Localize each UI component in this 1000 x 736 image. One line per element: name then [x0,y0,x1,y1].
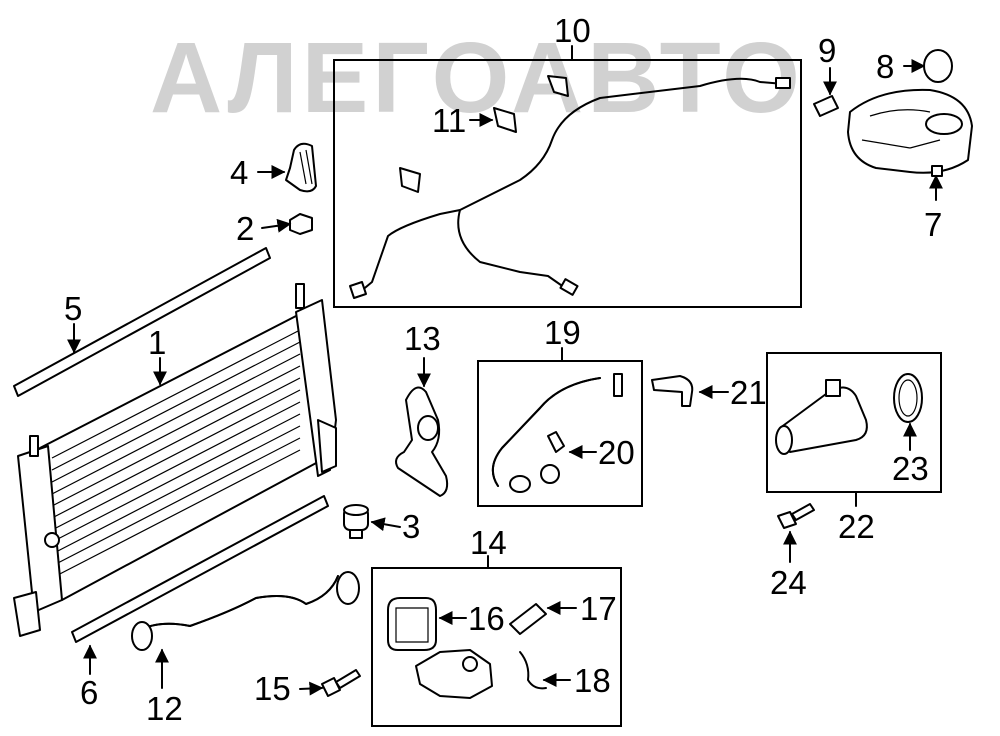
callout-19: 19 [544,314,581,351]
part-17-sensor [509,603,547,635]
callout-3: 3 [402,508,420,545]
part-4-bracket [285,142,317,193]
part-1-radiator [13,283,337,637]
callout-15: 15 [254,670,291,707]
part-5-seal-upper [13,247,271,397]
callout-11: 11 [432,102,466,139]
callout-leaders [67,45,943,696]
callout-numbers: 1 2 3 4 5 6 7 8 9 10 11 12 13 14 15 16 1… [64,12,942,727]
box-14 [371,567,622,727]
part-18-clip [519,651,547,690]
part-24-bolt [777,503,815,529]
callout-10: 10 [554,12,591,49]
part-21-connector [651,375,694,407]
part-6-seal-lower [71,495,329,643]
callout-24: 24 [770,564,807,601]
part-23-gasket [893,373,923,423]
callout-12: 12 [146,690,183,727]
callout-18: 18 [574,662,611,699]
callout-17: 17 [580,590,617,627]
callout-16: 16 [468,600,505,637]
callout-20: 20 [598,434,635,471]
callout-23: 23 [892,450,929,487]
part-9-sensor [813,95,839,117]
part-22-thermostat-housing [775,379,868,455]
box-19 [477,360,643,507]
part-3-drain-plug [343,504,369,539]
part-20-clamp [540,431,565,484]
callout-13: 13 [404,320,441,357]
callout-6: 6 [80,674,98,711]
callout-14: 14 [470,524,507,561]
part-13-upper-hose [395,386,449,497]
box-22 [766,352,942,493]
callout-22: 22 [838,508,875,545]
part-16-gasket [387,597,437,651]
watermark-logo: АЛЕГОАВТО [150,22,804,134]
part-14-housing [415,649,493,699]
callout-2: 2 [236,210,254,247]
part-19-hose [491,373,623,493]
callout-1: 1 [148,324,166,361]
part-10-harness [349,75,791,299]
callout-5: 5 [64,290,82,327]
callout-21: 21 [730,374,767,411]
part-7-reservoir [847,88,973,177]
callout-7: 7 [924,206,942,243]
callout-8: 8 [876,48,894,85]
part-12-lower-hose [131,571,360,651]
part-15-bolt [321,669,361,697]
part-2-nut [289,213,313,235]
part-8-cap [923,49,953,83]
callout-4: 4 [230,154,248,191]
callout-9: 9 [818,32,836,69]
box-10 [333,59,802,308]
